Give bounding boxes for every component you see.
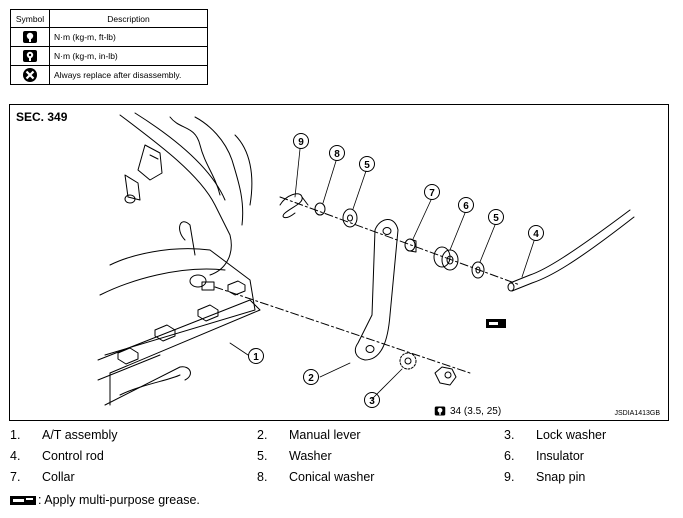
grease-gun-icon	[10, 495, 36, 505]
torque-spec: 34 (3.5, 25)	[434, 405, 501, 417]
exploded-view-diagram: 9 8 5 7 6 5 4 2 3 1 SEC. 349 34 (3.5, 25…	[9, 104, 669, 421]
manual-lever	[354, 219, 399, 361]
callout-5: 5	[493, 213, 499, 224]
symbol-header: Symbol	[10, 9, 50, 28]
lock-washer	[399, 352, 417, 370]
replace-part-icon	[10, 65, 50, 85]
conical-washer	[314, 202, 326, 216]
callout-7: 7	[429, 188, 435, 199]
legend-row-text: N·m (kg-m, ft-lb)	[49, 27, 208, 47]
callout-9: 9	[298, 137, 304, 148]
callout-8: 8	[334, 149, 340, 160]
section-label: SEC. 349	[16, 110, 68, 124]
description-header: Description	[49, 9, 208, 28]
legend-row-text: Always replace after disassembly.	[49, 65, 208, 85]
callout-1: 1	[253, 352, 259, 363]
parts-list: 1.A/T assembly 2.Manual lever 3.Lock was…	[10, 428, 670, 491]
snap-pin	[279, 193, 309, 219]
control-rod	[507, 209, 635, 292]
callout-markers	[248, 133, 544, 408]
callout-3: 3	[369, 396, 375, 407]
torque-wrench-icon	[10, 27, 50, 47]
callout-2: 2	[308, 373, 314, 384]
torque-value: 34 (3.5, 25)	[450, 405, 502, 417]
parts-row: 1.A/T assembly 2.Manual lever 3.Lock was…	[10, 428, 607, 442]
callout-6: 6	[463, 201, 469, 212]
legend-row-text: N·m (kg-m, in-lb)	[49, 46, 208, 66]
exploded-view-drawing: 9 8 5 7 6 5 4 2 3 1	[97, 112, 635, 408]
transmission-housing	[97, 112, 261, 406]
grease-note: : Apply multi-purpose grease.	[10, 493, 200, 507]
callout-4: 4	[533, 229, 539, 240]
washer	[342, 208, 358, 228]
grease-symbol-icon	[486, 319, 506, 328]
torque-wrench-icon	[434, 406, 446, 416]
lock-nut	[434, 366, 457, 386]
parts-row: 7.Collar 8.Conical washer 9.Snap pin	[10, 470, 586, 484]
collar	[404, 238, 417, 253]
torque-wrench-small-icon	[10, 46, 50, 66]
reference-code: JSDIA1413GB	[614, 410, 660, 417]
grease-note-text: : Apply multi-purpose grease.	[38, 493, 200, 507]
symbol-legend-table: Symbol Description N·m (kg-m, ft-lb) N·m…	[10, 9, 208, 85]
callout-5: 5	[364, 160, 370, 171]
insulator	[433, 246, 459, 271]
washer	[471, 261, 485, 279]
parts-row: 4.Control rod 5.Washer 6.Insulator	[10, 449, 584, 463]
